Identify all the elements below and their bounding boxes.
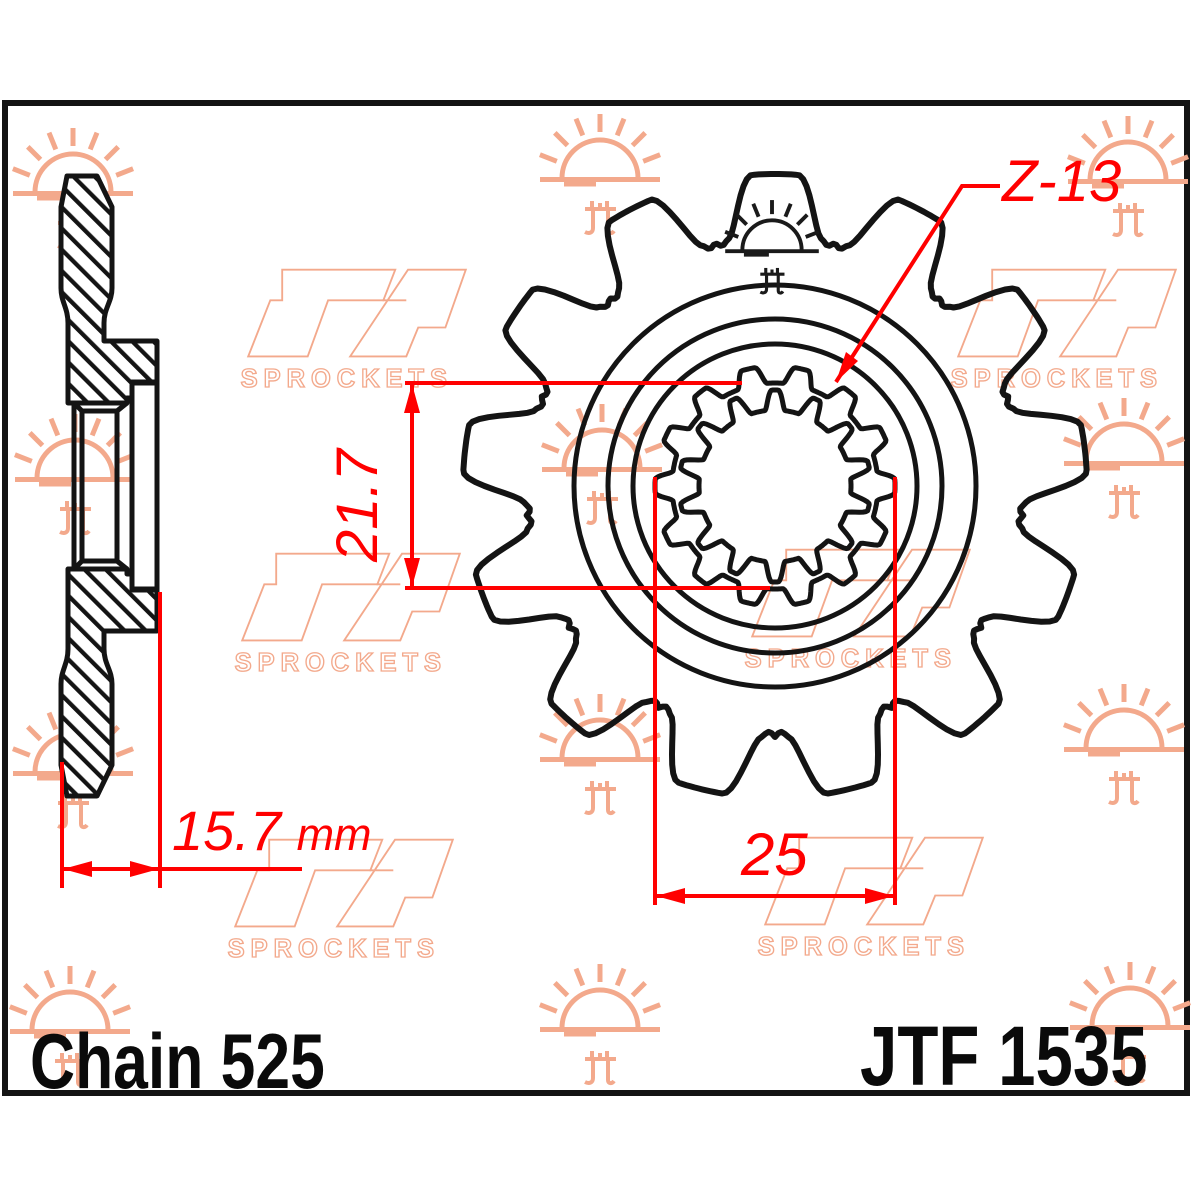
dimension-annotations <box>60 184 1000 905</box>
hub-circle-inner <box>630 341 920 631</box>
hub-length-dimension-label: 15.7 mm <box>172 798 372 863</box>
watermark-jt-sprockets-logo <box>233 552 461 679</box>
sprocket-side-section-view <box>58 173 160 799</box>
gear-teeth-outline <box>460 171 1090 797</box>
spline-bore-outer-profile <box>652 365 898 607</box>
part-number-label: JTF 1535 <box>860 1009 1148 1103</box>
watermark-jt-sprockets-logo <box>239 268 467 395</box>
drawing-frame <box>2 100 1190 1096</box>
teeth-count-dimension-label: Z-13 <box>1002 149 1122 214</box>
hub-length-unit: mm <box>296 809 372 860</box>
watermark-sun-logo-icon <box>1064 398 1184 517</box>
watermark-sun-logo-icon <box>542 404 662 523</box>
spline-bore-inner-profile <box>678 387 872 585</box>
bore-major-dimension-label: 25 <box>741 821 808 888</box>
watermark-layer <box>10 114 1190 1085</box>
sprocket-front-view <box>460 171 1090 797</box>
hub-circle-outer <box>571 282 979 690</box>
hub-length-value: 15.7 <box>172 799 281 862</box>
spline-bore-lines <box>71 401 129 571</box>
section-upper-hatched-body <box>58 173 160 406</box>
watermark-sun-logo-icon <box>540 964 660 1083</box>
section-lower-hatched-body <box>58 566 160 799</box>
watermark-sun-logo-icon <box>540 114 660 233</box>
hub-circle-middle <box>605 316 945 656</box>
watermark-jt-sprockets-logo <box>949 268 1177 395</box>
spline-inner-dimension-label: 21.7 <box>325 449 390 562</box>
chain-size-label: Chain 525 <box>30 1017 325 1105</box>
watermark-sun-logo-icon <box>1064 684 1184 803</box>
hub-sleeve <box>129 380 160 592</box>
